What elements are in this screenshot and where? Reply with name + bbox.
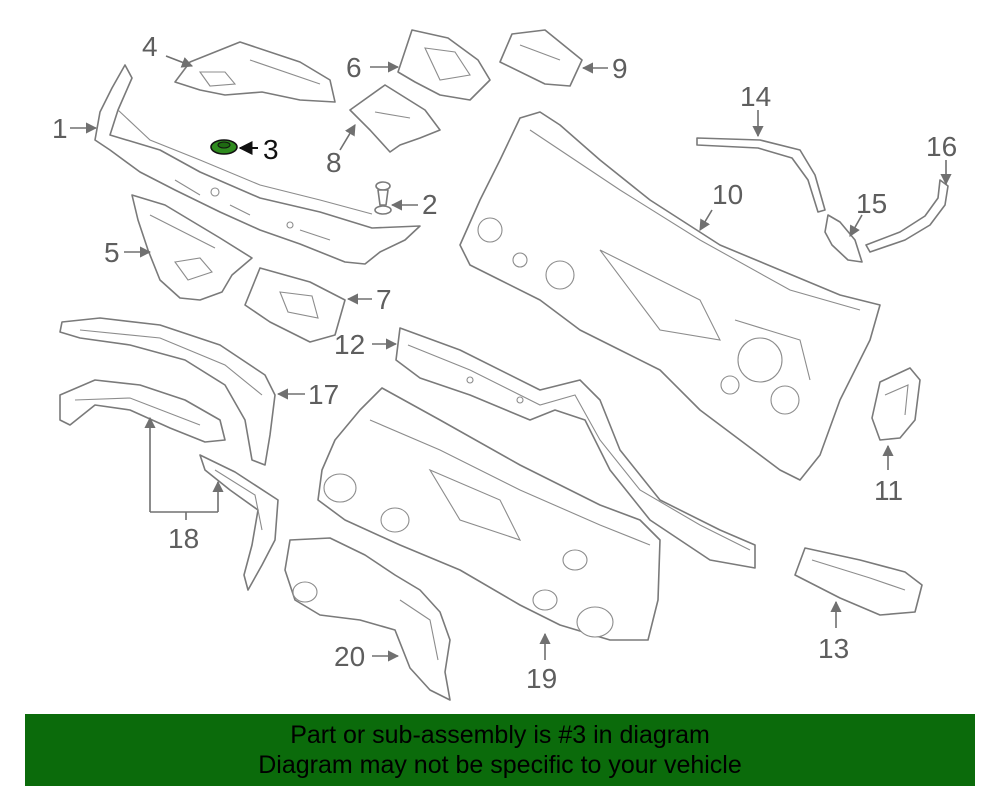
part-8-panel — [349, 84, 441, 153]
part-15-clip — [824, 214, 863, 263]
part-11-bracket — [871, 367, 921, 441]
part-18-brackets — [59, 379, 279, 591]
part-16-strip — [865, 179, 949, 253]
callout-18: 18 — [168, 523, 199, 554]
callout-1: 1 — [52, 113, 68, 144]
part-2-clip — [374, 181, 392, 215]
part-5-side-trim — [131, 194, 253, 301]
callout-2: 2 — [422, 189, 438, 220]
callout-20: 20 — [334, 641, 365, 672]
callout-16: 16 — [926, 131, 957, 162]
callout-17: 17 — [308, 379, 339, 410]
callout-5: 5 — [104, 237, 120, 268]
callout-19: 19 — [526, 663, 557, 694]
parts-diagram: 1 2 3 4 5 6 7 8 9 10 11 12 13 14 15 16 1… — [52, 29, 957, 701]
part-7-insulator — [244, 267, 346, 343]
leader-lines — [70, 55, 952, 662]
part-12-rail — [395, 327, 756, 569]
part-14-strip — [696, 137, 826, 213]
callout-labels: 1 2 3 4 5 6 7 8 9 10 11 12 13 14 15 16 1… — [52, 31, 957, 694]
part-20-insulator — [284, 537, 451, 701]
part-6-bracket — [397, 29, 491, 101]
callout-7: 7 — [376, 284, 392, 315]
banner-line-disclaimer: Diagram may not be specific to your vehi… — [258, 751, 742, 779]
callout-4: 4 — [142, 31, 158, 62]
callout-6: 6 — [346, 52, 362, 83]
callout-15: 15 — [856, 188, 887, 219]
part-17-trim — [59, 317, 276, 466]
part-1-cowl-panel — [94, 64, 421, 265]
callout-13: 13 — [818, 633, 849, 664]
callout-12: 12 — [334, 329, 365, 360]
callout-14: 14 — [740, 81, 771, 112]
callout-3: 3 — [263, 134, 279, 165]
callout-11: 11 — [874, 475, 903, 506]
callout-10: 10 — [712, 179, 743, 210]
part-13-bracket — [794, 547, 923, 616]
banner-line-part: Part or sub-assembly is #3 in diagram — [290, 721, 710, 749]
part-3-grommet — [210, 139, 238, 155]
part-19-insulator — [317, 387, 661, 641]
part-4-seal — [174, 41, 336, 103]
callout-9: 9 — [612, 53, 628, 84]
callout-8: 8 — [326, 147, 342, 178]
part-9-cover — [499, 29, 583, 87]
info-banner: Part or sub-assembly is #3 in diagram Di… — [25, 714, 975, 786]
part-10-bulkhead — [459, 111, 881, 481]
